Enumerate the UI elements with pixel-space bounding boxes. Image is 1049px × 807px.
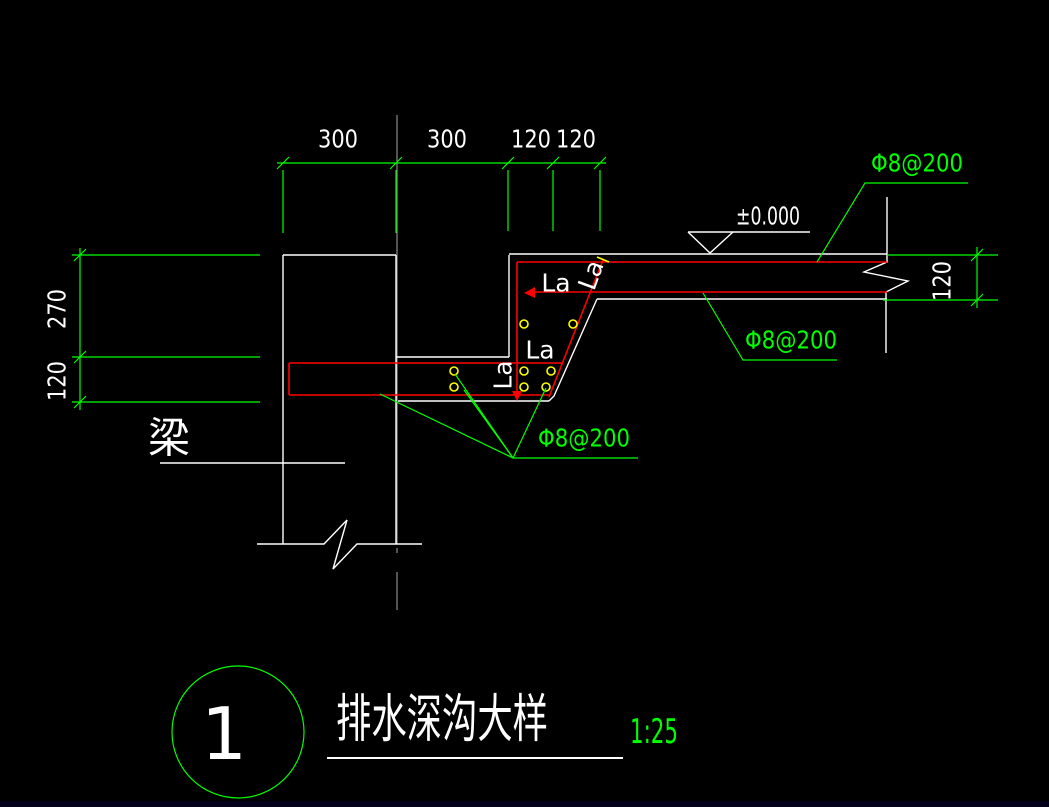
lap-label-3: La xyxy=(525,336,554,365)
level-marker: ±0.000 xyxy=(687,202,810,254)
title-circle xyxy=(171,665,305,799)
break-symbol-right xyxy=(861,197,911,353)
rebar-lines xyxy=(288,259,887,401)
dim-top-120b: 120 xyxy=(556,125,596,154)
title-block: 1 排水深沟大样 1:25 xyxy=(171,665,678,799)
level-value: ±0.000 xyxy=(736,202,800,231)
rebar-callout-bottom: Φ8@200 xyxy=(379,373,638,459)
lap-length-labels: La La La La xyxy=(489,256,610,389)
rebar-label-top-right: Φ8@200 xyxy=(871,149,963,178)
drawing-scale: 1:25 xyxy=(630,712,678,752)
dim-right-120: 120 xyxy=(928,261,957,301)
detail-number: 1 xyxy=(201,692,247,776)
lap-label-4: La xyxy=(489,360,518,389)
rebar-label-middle-right: Φ8@200 xyxy=(745,326,837,355)
canvas-bottom-edge xyxy=(0,801,1049,807)
dimension-top: 300 300 120 120 xyxy=(276,125,607,233)
rebar-callout-middle-right: Φ8@200 xyxy=(702,292,837,361)
dim-top-300b: 300 xyxy=(427,125,467,154)
dim-top-120a: 120 xyxy=(511,125,551,154)
dim-top-300a: 300 xyxy=(318,125,358,154)
lap-label-1: La xyxy=(541,269,570,298)
rebar-label-bottom: Φ8@200 xyxy=(538,424,630,453)
beam-label: 梁 xyxy=(148,414,190,463)
concrete-outline xyxy=(282,253,887,544)
rebar-dots xyxy=(449,256,610,392)
dim-left-120: 120 xyxy=(43,361,72,401)
beam-callout: 梁 xyxy=(148,414,345,464)
break-symbol-bottom xyxy=(257,519,422,570)
drawing-title: 排水深沟大样 xyxy=(336,690,548,750)
dimension-left: 270 120 xyxy=(43,248,260,410)
dimension-right: 120 xyxy=(883,247,998,308)
rebar-callout-top-right: Φ8@200 xyxy=(816,149,968,263)
dim-left-270: 270 xyxy=(43,289,72,329)
